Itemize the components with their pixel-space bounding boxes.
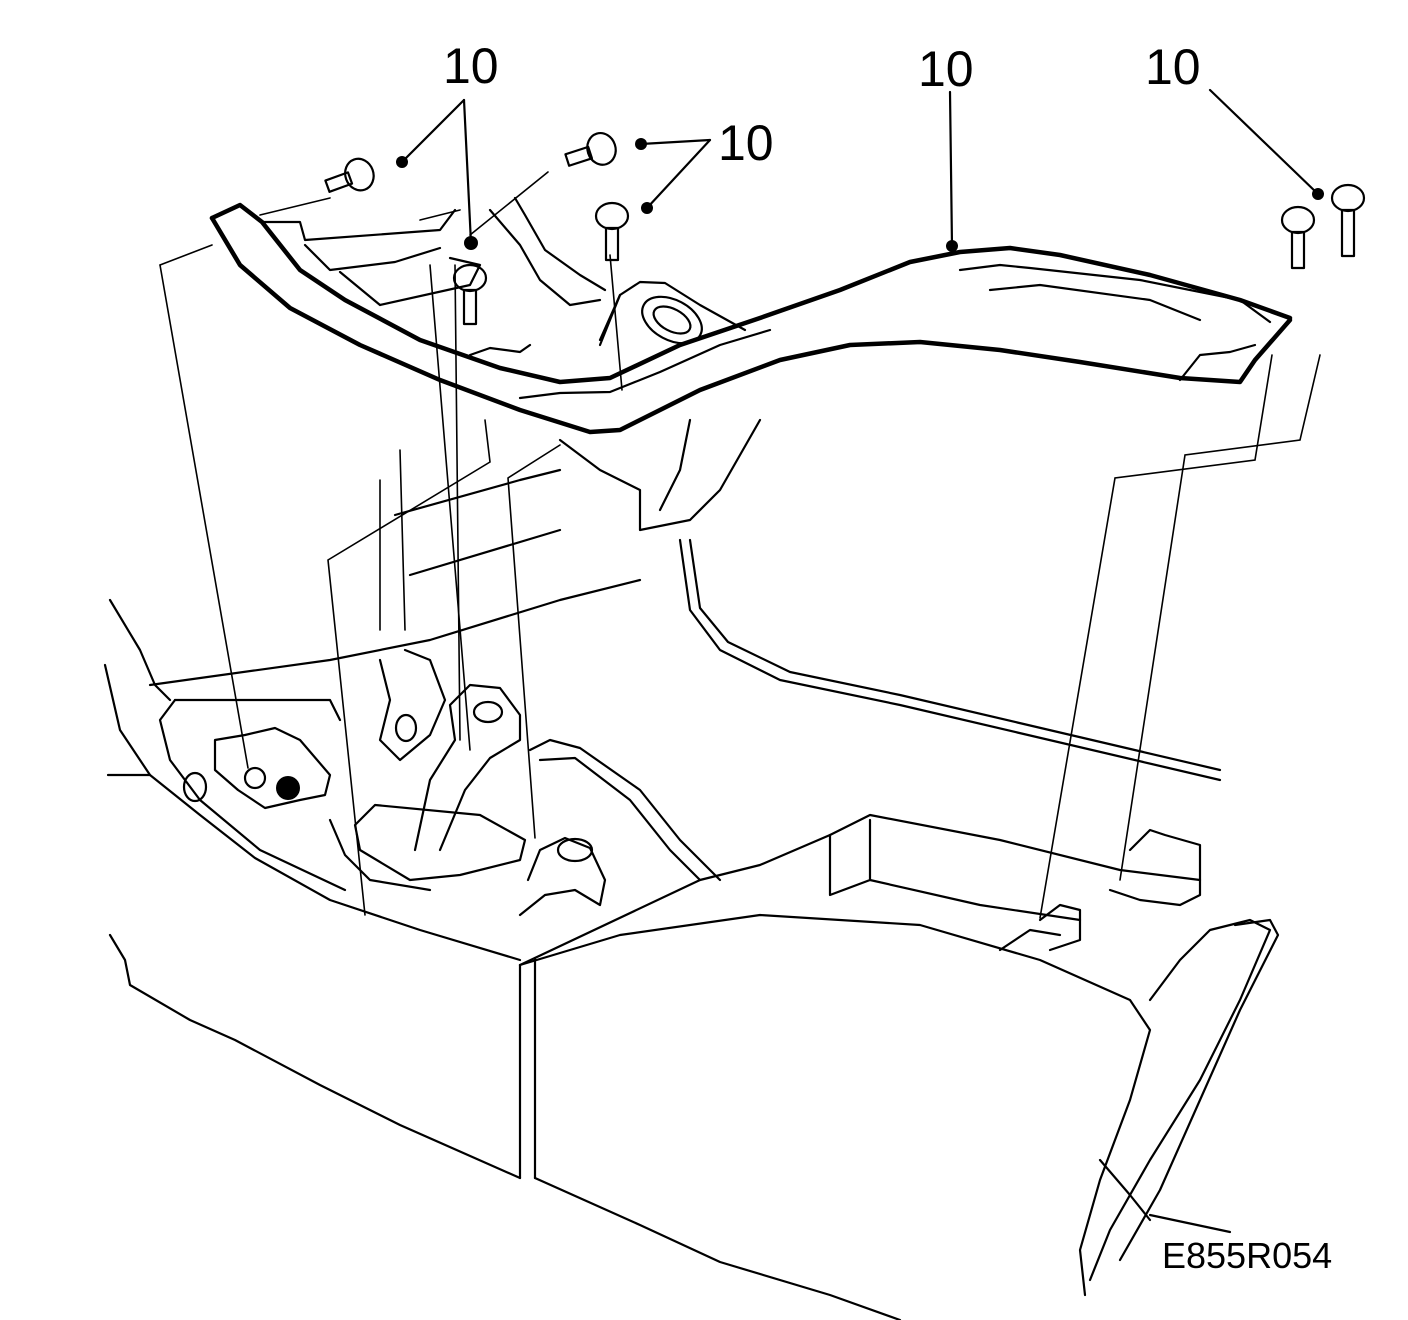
screw-icon	[1330, 183, 1366, 258]
screw-icon	[324, 157, 375, 193]
figure-reference-code: E855R054	[1162, 1235, 1332, 1276]
callout-label: 10	[1145, 39, 1201, 95]
callout-label: 10	[718, 115, 774, 171]
screws	[324, 131, 1366, 326]
console-base	[103, 468, 1280, 1320]
screw-icon	[594, 201, 630, 262]
console-trim-panel	[209, 196, 1293, 532]
callout-leaders	[396, 88, 1324, 1234]
callout-label: 10	[918, 41, 974, 97]
callout-label: 10	[443, 38, 499, 94]
alignment-lines	[159, 171, 1321, 919]
screw-icon	[452, 263, 488, 326]
screw-icon	[564, 131, 617, 167]
screw-icon	[1280, 205, 1316, 270]
